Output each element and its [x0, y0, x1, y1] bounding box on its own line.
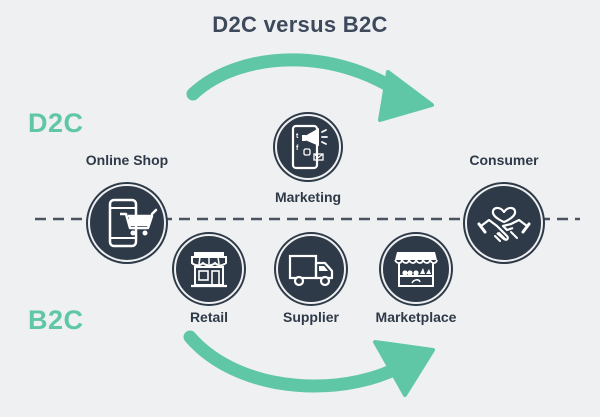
handshake-heart-icon — [477, 206, 531, 242]
d2c-arrow — [186, 53, 434, 122]
svg-text:t: t — [296, 133, 299, 140]
b2c-label: B2C — [28, 305, 84, 335]
svg-text:f: f — [296, 145, 299, 152]
online-shop-node — [88, 184, 166, 262]
supplier-label: Supplier — [282, 309, 339, 325]
marketplace-node — [381, 234, 451, 304]
consumer-label: Consumer — [469, 152, 539, 168]
retail-node — [174, 234, 244, 304]
market-stall-icon — [394, 252, 438, 287]
consumer-node — [465, 184, 543, 262]
truck-icon — [288, 254, 334, 287]
storefront-icon — [191, 252, 227, 288]
marketing-label: Marketing — [274, 189, 342, 205]
b2c-arrow — [183, 330, 435, 397]
phone-cart-icon — [108, 198, 158, 248]
online-shop-label: Online Shop — [85, 152, 169, 168]
supplier-node — [276, 234, 346, 304]
marketplace-label: Marketplace — [375, 309, 457, 325]
megaphone-phone-icon: t f — [291, 124, 328, 170]
diagram-title: D2C versus B2C — [212, 12, 388, 37]
marketing-node: t f — [275, 114, 341, 180]
retail-label: Retail — [189, 309, 229, 325]
d2c-label: D2C — [28, 108, 84, 138]
